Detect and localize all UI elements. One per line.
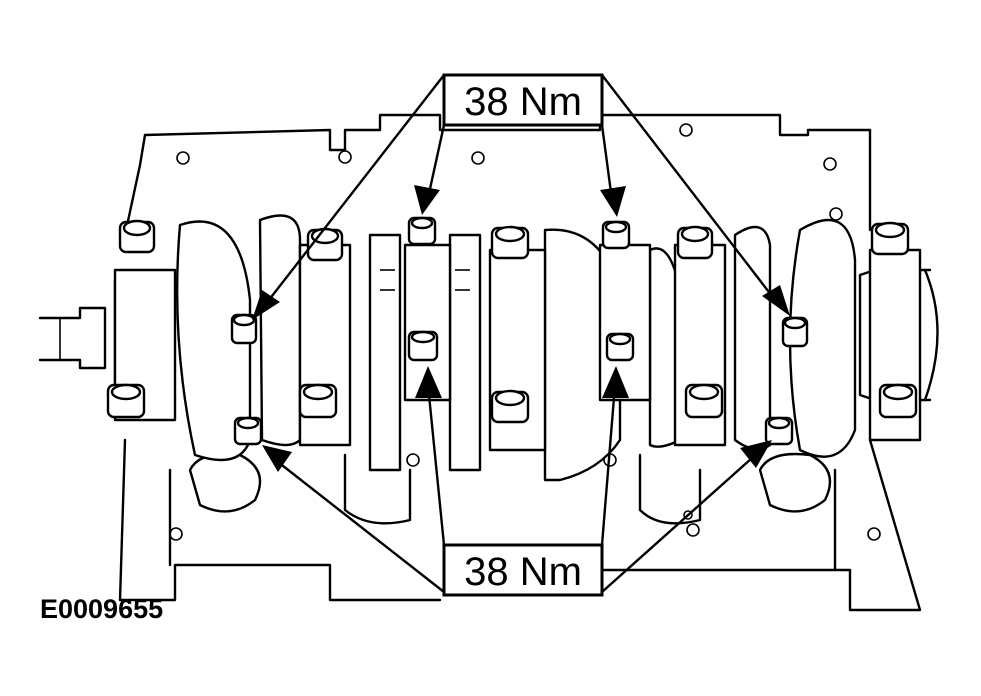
torque-callout-top: 38 Nm bbox=[442, 73, 604, 127]
arrow-icon bbox=[762, 285, 790, 316]
rod-bolt bbox=[407, 216, 437, 246]
arrowheads bbox=[252, 185, 790, 472]
arrow-icon bbox=[602, 366, 629, 398]
torque-label-top: 38 Nm bbox=[464, 80, 582, 124]
arrow-icon bbox=[600, 186, 626, 217]
leader-lines bbox=[264, 74, 776, 593]
rod-bolt bbox=[407, 330, 439, 362]
rod-bolt bbox=[230, 313, 258, 345]
main-bearing-bolts bbox=[106, 219, 918, 424]
bolt bbox=[878, 383, 918, 419]
arrow-icon bbox=[740, 440, 772, 468]
engine-block-outline bbox=[118, 113, 922, 612]
bolt bbox=[490, 389, 530, 424]
torque-label-bottom: 38 Nm bbox=[464, 550, 582, 594]
bolt bbox=[676, 225, 714, 260]
rod-bolt bbox=[605, 332, 635, 362]
figure-id: E0009655 bbox=[40, 594, 163, 624]
connecting-rod-bolts bbox=[230, 216, 809, 446]
bolt bbox=[684, 383, 724, 419]
rod-bolt bbox=[233, 416, 263, 446]
bolt bbox=[490, 225, 530, 260]
bolt bbox=[118, 219, 156, 254]
rod-bolt bbox=[781, 316, 809, 348]
bolt bbox=[298, 383, 338, 419]
bolt bbox=[870, 221, 910, 256]
torque-callout-bottom: 38 Nm bbox=[442, 543, 604, 597]
arrow-icon bbox=[262, 445, 292, 472]
arrow-icon bbox=[414, 185, 440, 215]
bolt bbox=[306, 227, 344, 262]
rod-bolt bbox=[601, 220, 631, 250]
rod-bolt bbox=[764, 416, 794, 446]
arrow-icon bbox=[415, 366, 442, 398]
arrow-icon bbox=[252, 290, 280, 320]
bolt bbox=[106, 383, 146, 419]
